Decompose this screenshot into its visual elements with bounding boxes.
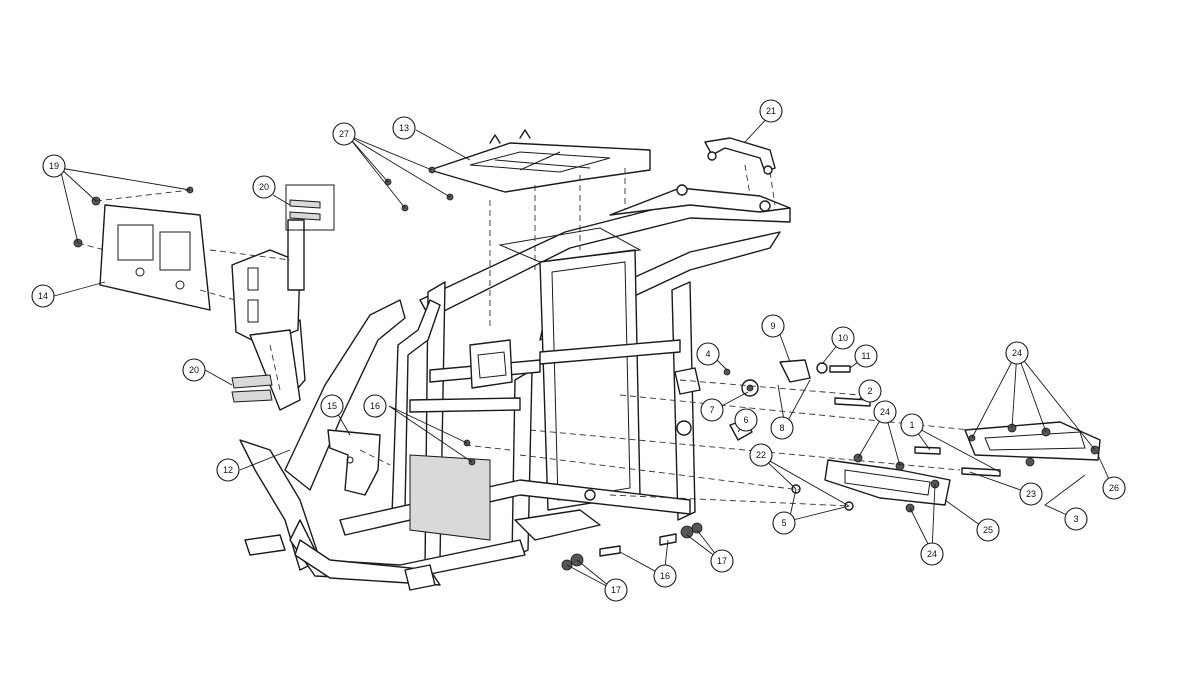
callout-5: 5 [772, 511, 796, 535]
callout-4-label: 4 [705, 349, 710, 359]
leader-lines [53, 113, 1113, 591]
callout-8-label: 8 [779, 423, 784, 433]
callout-4: 4 [696, 342, 720, 366]
chain-guard-26 [964, 421, 1101, 461]
callout-23: 23 [1019, 482, 1043, 506]
callout-2-label: 2 [867, 386, 872, 396]
callout-11: 11 [854, 344, 878, 368]
callout-16-lower: 16 [653, 564, 677, 588]
callout-20-lower-label: 20 [189, 365, 199, 375]
callout-25-label: 25 [983, 525, 993, 535]
bracket-15 [327, 429, 381, 496]
callout-1: 1 [900, 413, 924, 437]
callout-6-label: 6 [743, 415, 748, 425]
callout-26: 26 [1102, 476, 1126, 500]
callout-3-label: 3 [1073, 514, 1078, 524]
callout-16-lower-label: 16 [660, 571, 670, 581]
callout-20-upper-label: 20 [259, 182, 269, 192]
top-tray [429, 129, 651, 193]
callout-21: 21 [759, 99, 783, 123]
callout-22-label: 22 [756, 450, 766, 460]
callout-13: 13 [392, 116, 416, 140]
callout-9: 9 [761, 314, 785, 338]
callout-24-top: 24 [1005, 341, 1029, 365]
callout-17-right-label: 17 [717, 556, 727, 566]
mounting-plate-14 [73, 186, 211, 311]
callout-16-upper-label: 16 [370, 401, 380, 411]
callout-17-left: 17 [604, 578, 628, 602]
callout-3: 3 [1064, 507, 1088, 531]
steering-head [231, 184, 335, 411]
callout-21-label: 21 [766, 106, 776, 116]
callout-7-label: 7 [709, 405, 714, 415]
callout-14-label: 14 [38, 291, 48, 301]
callout-20-lower: 20 [182, 358, 206, 382]
callout-24-bottom-label: 24 [927, 549, 937, 559]
callout-8: 8 [770, 416, 794, 440]
callout-24-top-label: 24 [1012, 348, 1022, 358]
callout-20-upper: 20 [252, 175, 276, 199]
callout-14: 14 [31, 284, 55, 308]
callout-19-label: 19 [49, 161, 59, 171]
callout-27-label: 27 [339, 129, 349, 139]
callout-11-label: 11 [861, 351, 870, 361]
callout-16-upper: 16 [363, 394, 387, 418]
callout-19: 19 [42, 154, 66, 178]
callout-24-mid-label: 24 [880, 407, 890, 417]
callout-10: 10 [831, 326, 855, 350]
callout-12-label: 12 [223, 465, 233, 475]
rear-bracket-21 [704, 137, 776, 175]
callout-6: 6 [734, 408, 758, 432]
callout-2: 2 [858, 379, 882, 403]
callout-24-bottom: 24 [920, 542, 944, 566]
callout-25: 25 [976, 518, 1000, 542]
callout-23-label: 23 [1026, 489, 1036, 499]
callout-15: 15 [320, 394, 344, 418]
callout-1-label: 1 [909, 420, 914, 430]
callout-5-label: 5 [781, 518, 786, 528]
main-frame [239, 184, 791, 591]
callout-17-right: 17 [710, 549, 734, 573]
callout-27: 27 [332, 122, 356, 146]
callout-24-mid: 24 [873, 400, 897, 424]
callout-26-label: 26 [1109, 483, 1119, 493]
callout-22: 22 [749, 443, 773, 467]
callout-9-label: 9 [770, 321, 775, 331]
callout-13-label: 13 [399, 123, 409, 133]
alignment-lines [77, 164, 971, 507]
callout-12: 12 [216, 458, 240, 482]
callout-17-left-label: 17 [611, 585, 621, 595]
callout-7: 7 [700, 398, 724, 422]
callout-10-label: 10 [838, 333, 848, 343]
callout-15-label: 15 [327, 401, 337, 411]
